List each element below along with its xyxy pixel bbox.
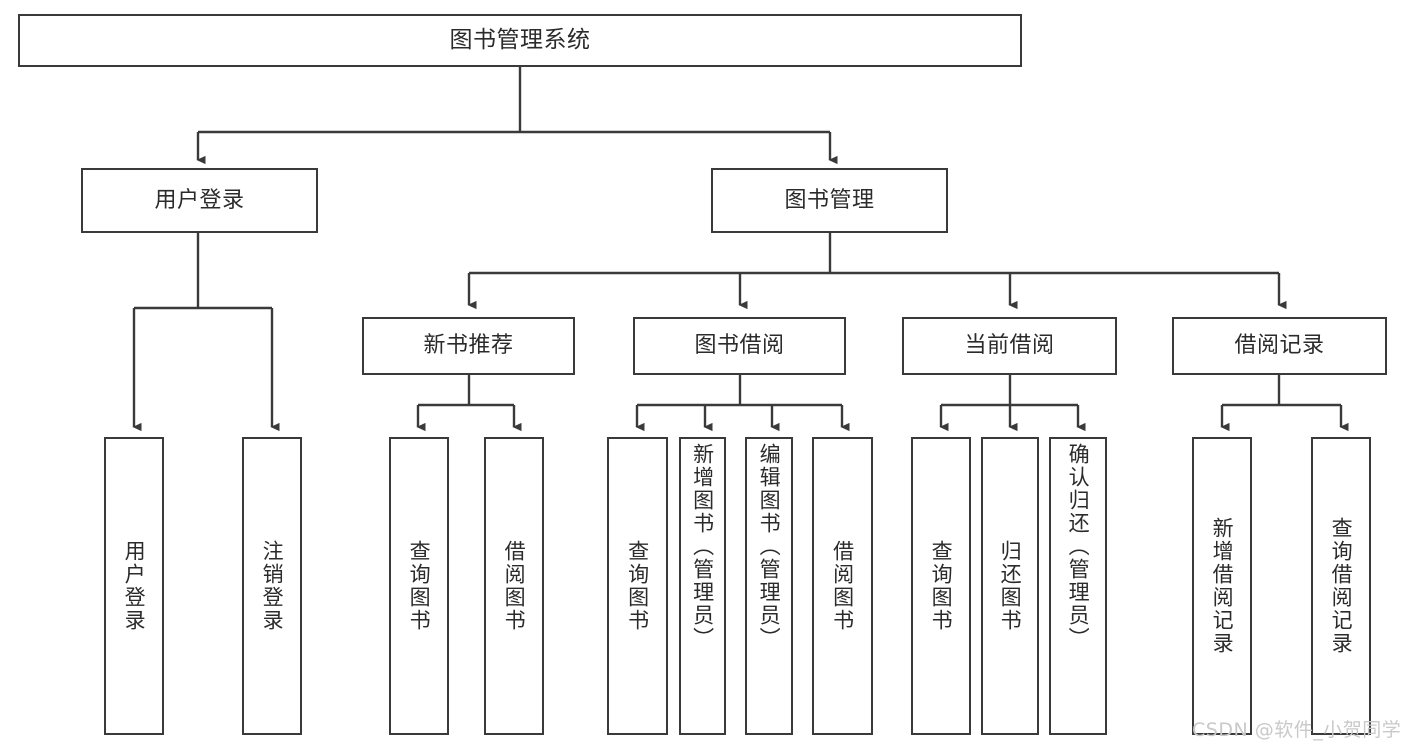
leaf-add-borrow-record[interactable]: 新增借阅记录 [1192,437,1252,735]
leaf-user-login[interactable]: 用户登录 [104,437,164,735]
leaf-confirm-return-admin[interactable]: 确认归还（管理员） [1049,437,1107,735]
leaf-borrow-book[interactable]: 借阅图书 [812,437,873,735]
csdn-watermark: CSDN @软件_小贺同学 [1192,719,1402,741]
leaf-query-book-borrow[interactable]: 查询图书 [607,437,668,735]
leaf-logout[interactable]: 注销登录 [242,437,302,735]
node-root-system[interactable]: 图书管理系统 [18,14,1022,67]
node-book-borrow[interactable]: 图书借阅 [633,317,846,375]
node-label: 新增借阅记录 [1210,517,1235,655]
leaf-query-book-recommend[interactable]: 查询图书 [389,437,449,735]
node-label: 新增图书（管理员） [690,443,715,650]
leaf-borrow-book-recommend[interactable]: 借阅图书 [484,437,544,735]
leaf-add-book-admin[interactable]: 新增图书（管理员） [679,437,726,735]
node-label: 查询图书 [407,540,432,632]
node-label: 归还图书 [998,540,1023,632]
node-borrow-record[interactable]: 借阅记录 [1172,317,1387,375]
leaf-return-book[interactable]: 归还图书 [981,437,1039,735]
node-book-management[interactable]: 图书管理 [711,168,948,233]
node-label: 新书推荐 [423,333,514,359]
node-label: 借阅记录 [1234,333,1325,359]
node-label: 图书借阅 [694,333,785,359]
node-label: 当前借阅 [964,333,1055,359]
node-user-login[interactable]: 用户登录 [81,168,318,233]
node-current-borrow[interactable]: 当前借阅 [902,317,1117,375]
node-new-book-recommend[interactable]: 新书推荐 [362,317,575,375]
node-label: 图书管理 [784,187,875,213]
node-label: 确认归还（管理员） [1066,443,1091,650]
node-label: 查询借阅记录 [1329,517,1354,655]
node-label: 编辑图书（管理员） [757,443,782,650]
node-label: 查询图书 [625,540,650,632]
node-label: 注销登录 [260,540,285,632]
node-label: 用户登录 [122,540,147,632]
node-label: 用户登录 [154,187,245,213]
leaf-query-book-current[interactable]: 查询图书 [911,437,971,735]
node-label: 借阅图书 [502,540,527,632]
leaf-edit-book-admin[interactable]: 编辑图书（管理员） [745,437,793,735]
leaf-query-borrow-record[interactable]: 查询借阅记录 [1311,437,1371,735]
node-label: 借阅图书 [830,540,855,632]
node-label: 图书管理系统 [449,26,591,53]
node-label: 查询图书 [929,540,954,632]
